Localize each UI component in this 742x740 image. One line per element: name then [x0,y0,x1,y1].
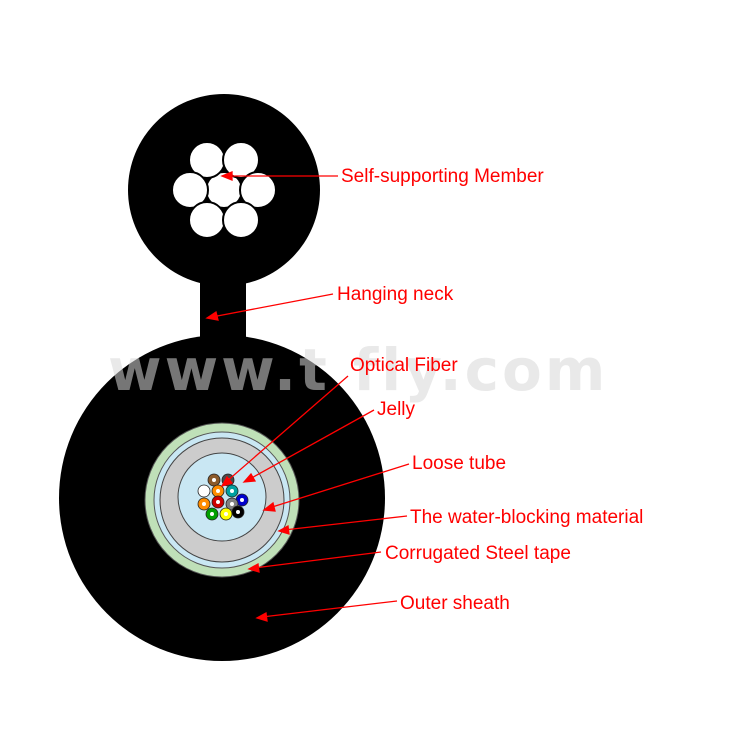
label-jelly: Jelly [377,399,416,420]
arrowhead [247,562,260,573]
leader-line-outer-sheath [261,600,398,618]
label-hanging-neck: Hanging neck [337,284,454,305]
fiber-core [216,500,220,504]
fiber-core [216,489,220,493]
fiber-core [202,489,206,493]
arrowhead [242,472,257,483]
watermark: www.t fly.com [108,336,608,404]
steel-wire [222,141,260,179]
label-water-blocking-material: The water-blocking material [410,507,643,528]
fiber-core [224,512,228,516]
label-loose-tube: Loose tube [412,453,506,474]
jelly [177,452,267,542]
arrowhead [277,524,290,535]
steel-wire [239,171,277,209]
fiber-core [212,478,216,482]
fiber-core [210,512,214,516]
leader-line-water-blocking-material [283,515,408,531]
steel-strand [171,141,277,239]
arrowhead [205,310,219,321]
label-outer-sheath: Outer sheath [400,593,510,614]
leader-line-optical-fiber [225,375,349,483]
label-corrugated-steel-tape: Corrugated Steel tape [385,543,571,564]
leader-line-loose-tube [268,463,410,509]
steel-wire [188,201,226,239]
arrowhead [220,171,233,181]
label-self-supporting-member: Self-supporting Member [341,166,544,187]
leader-line-jelly [247,409,375,481]
label-optical-fiber: Optical Fiber [350,355,458,376]
steel-wire [222,201,260,239]
fiber-core [230,489,234,493]
fiber-core [230,502,234,506]
leader-line-hanging-neck [211,293,334,318]
fiber-core [236,510,240,514]
arrowhead [255,611,268,622]
leader-lines [205,171,410,622]
fiber-core [202,502,206,506]
steel-wire [171,171,209,209]
fiber-core [240,498,244,502]
arrowhead [220,475,234,488]
leader-line-corrugated-steel-tape [253,551,382,569]
arrowhead [262,501,276,512]
